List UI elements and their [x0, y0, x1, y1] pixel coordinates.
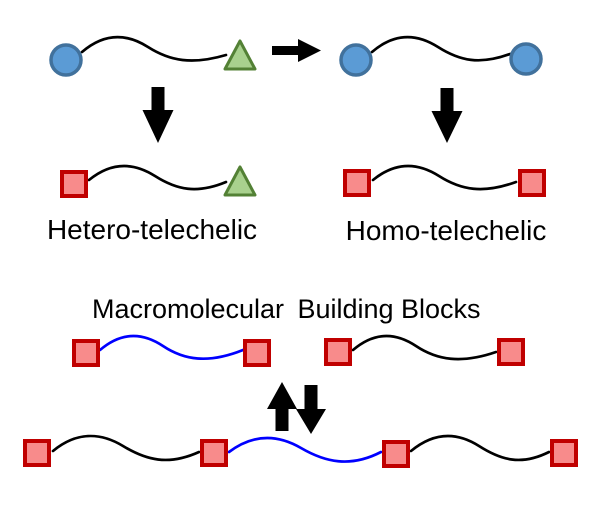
section-title-building-blocks: Building Blocks: [297, 294, 480, 324]
polymer-chain-black: [87, 164, 228, 191]
reaction-arrow-right-icon: [272, 39, 321, 62]
polymer-chain-black: [351, 334, 498, 361]
homo-telechelic-chain: [343, 164, 546, 197]
red-square-end-group: [343, 169, 371, 197]
red-square-end-group: [324, 338, 352, 366]
polymer-chain-blue: [98, 334, 245, 361]
polymer-chain-blue: [227, 436, 383, 463]
polymer-chain-black: [371, 164, 518, 191]
hetero-telechelic-chain: [60, 164, 257, 198]
building-block-right-chain: [324, 334, 525, 366]
red-square-end-group: [497, 338, 525, 366]
polymer-chain-black: [370, 35, 512, 62]
red-square-end-group: [518, 169, 546, 197]
blue-circle-end-group: [509, 42, 543, 76]
top-right-chain: [339, 35, 543, 77]
red-square-junction: [200, 439, 228, 467]
homo-telechelic-label: Homo-telechelic: [346, 215, 547, 246]
red-square-end-group: [23, 439, 51, 467]
multiblock-polymer-chain: [23, 434, 578, 468]
red-square-end-group: [60, 170, 88, 198]
reaction-arrow-down-icon: [142, 87, 174, 143]
green-triangle-end-group: [223, 39, 257, 71]
red-square-end-group: [72, 339, 100, 367]
polymer-chain-black: [51, 434, 201, 462]
equilibrium-arrow-up-icon: [267, 382, 297, 431]
polymer-chain-black: [80, 35, 228, 62]
blue-circle-end-group: [49, 43, 83, 77]
polymer-chain-black: [409, 434, 551, 462]
building-block-left-chain: [72, 334, 271, 367]
red-square-end-group: [243, 339, 271, 367]
red-square-end-group: [550, 439, 578, 467]
section-title-macromolecular: Macromolecular: [92, 294, 284, 324]
green-triangle-end-group: [223, 165, 257, 197]
blue-circle-end-group: [339, 43, 373, 77]
top-left-chain: [49, 35, 257, 77]
red-square-junction: [382, 440, 410, 468]
equilibrium-arrow-down-icon: [296, 385, 326, 434]
hetero-telechelic-label: Hetero-telechelic: [47, 214, 257, 245]
reaction-arrow-down-icon: [431, 88, 463, 143]
